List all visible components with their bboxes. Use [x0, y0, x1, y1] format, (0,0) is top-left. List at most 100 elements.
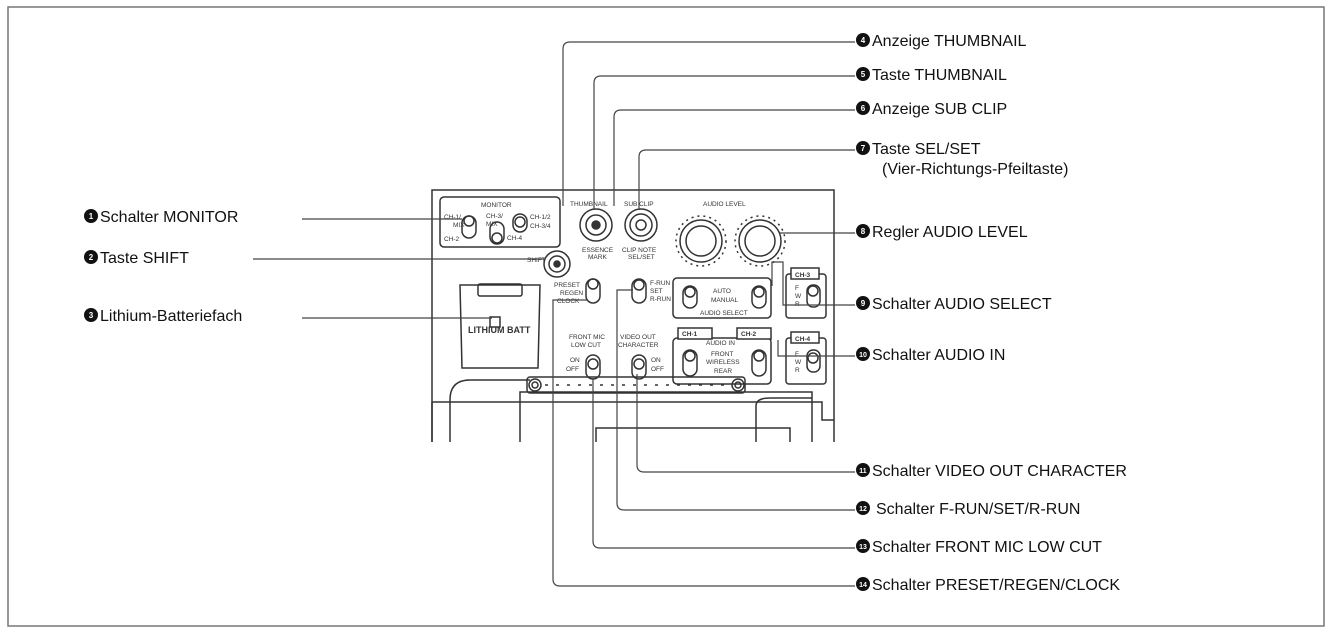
callout-4-text: Anzeige THUMBNAIL — [872, 33, 1027, 50]
label-ch4-r: R — [795, 367, 800, 374]
label-clock: CLOCK — [557, 298, 580, 305]
callout-9-number: 9 — [861, 299, 866, 308]
leader-lines — [253, 41, 855, 587]
label-regen: REGEN — [560, 290, 583, 297]
label-mark: MARK — [588, 254, 607, 261]
callout-7-text: Taste SEL/SET — [872, 141, 981, 158]
callout-6-number: 6 — [861, 104, 866, 113]
label-tab-ch3: CH-3 — [795, 272, 811, 279]
label-lithium-batt: LITHIUM BATT — [468, 325, 531, 335]
audio-select-switch-ch1[interactable] — [682, 285, 698, 309]
label-monitor: MONITOR — [481, 202, 512, 209]
label-audio-select: AUDIO SELECT — [700, 310, 748, 317]
label-front: FRONT — [711, 351, 733, 358]
label-ch3-w: W — [795, 293, 802, 300]
monitor-switch-2[interactable] — [489, 221, 505, 245]
callout-13-number: 13 — [859, 544, 867, 551]
callout-14-text: Schalter PRESET/REGEN/CLOCK — [872, 577, 1120, 594]
label-selset: SEL/SET — [628, 254, 655, 261]
callout-9: 9 Schalter AUDIO SELECT — [856, 296, 1052, 313]
callout-3-text: Lithium-Batteriefach — [100, 308, 242, 325]
sel-set-button[interactable] — [624, 208, 658, 242]
label-lowcut: LOW CUT — [571, 342, 601, 349]
label-preset: PRESET — [554, 282, 580, 289]
label-character: CHARACTER — [618, 342, 659, 349]
callout-5: 5 Taste THUMBNAIL — [856, 67, 1007, 84]
label-off-right: OFF — [651, 366, 664, 373]
callout-2-text: Taste SHIFT — [100, 250, 189, 267]
label-rear: REAR — [714, 368, 732, 375]
label-wireless: WIRELESS — [706, 359, 740, 366]
label-ch1ch2: CH-1/2 — [530, 214, 551, 221]
callout-4-number: 4 — [861, 36, 866, 45]
label-set: SET — [650, 288, 663, 295]
shift-button[interactable] — [543, 250, 571, 278]
label-ch3mix-2: MIX — [486, 221, 498, 228]
monitor-switch-3[interactable] — [512, 213, 528, 233]
label-rrun: R-RUN — [650, 296, 671, 303]
callout-11-number: 11 — [859, 468, 867, 475]
callout-10: 10 Schalter AUDIO IN — [856, 347, 1005, 364]
label-tab-ch1: CH-1 — [682, 331, 698, 338]
callout-14: 14 Schalter PRESET/REGEN/CLOCK — [856, 577, 1120, 594]
callout-12: 12 Schalter F-RUN/SET/R-RUN — [856, 501, 1080, 518]
callout-5-text: Taste THUMBNAIL — [872, 67, 1007, 84]
video-out-character-switch[interactable] — [631, 354, 647, 380]
label-ch3ch4: CH-3/4 — [530, 223, 551, 230]
callout-4: 4 Anzeige THUMBNAIL — [856, 33, 1027, 50]
audio-level-knob-right[interactable] — [738, 219, 782, 263]
thumbnail-button[interactable] — [579, 208, 613, 242]
callout-11: 11 Schalter VIDEO OUT CHARACTER — [856, 463, 1127, 480]
control-panel — [431, 189, 835, 442]
callout-6: 6 Anzeige SUB CLIP — [856, 101, 1007, 118]
callout-3-number: 3 — [89, 311, 94, 320]
label-ch2: CH-2 — [444, 236, 460, 243]
callout-5-number: 5 — [861, 70, 866, 79]
label-ch4-f: F — [795, 351, 799, 358]
label-videoout: VIDEO OUT — [620, 334, 656, 341]
callout-1: 1 Schalter MONITOR — [84, 209, 238, 226]
callout-7: 7 Taste SEL/SET (Vier-Richtungs-Pfeiltas… — [856, 141, 1068, 178]
callout-6-text: Anzeige SUB CLIP — [872, 101, 1007, 118]
callout-2-number: 2 — [89, 253, 94, 262]
callout-7-subtext: (Vier-Richtungs-Pfeiltaste) — [882, 161, 1068, 178]
monitor-switch-group — [439, 196, 561, 248]
audio-in-switch-ch1[interactable] — [682, 349, 698, 377]
callout-8-number: 8 — [861, 227, 866, 236]
lithium-battery-compartment — [459, 284, 541, 369]
audio-select-switch-ch2[interactable] — [751, 285, 767, 309]
f-run-switch[interactable] — [631, 278, 647, 304]
label-tab-ch4: CH-4 — [795, 336, 811, 343]
label-on-right: ON — [651, 357, 661, 364]
callout-11-text: Schalter VIDEO OUT CHARACTER — [872, 463, 1127, 480]
callout-1-text: Schalter MONITOR — [100, 209, 238, 226]
label-thumbnail: THUMBNAIL — [570, 201, 608, 208]
label-auto: AUTO — [713, 288, 731, 295]
label-frontmic: FRONT MIC — [569, 334, 605, 341]
callout-14-number: 14 — [859, 582, 867, 589]
audio-level-knob-left[interactable] — [679, 219, 723, 263]
callout-12-number: 12 — [859, 506, 867, 513]
callout-8-text: Regler AUDIO LEVEL — [872, 224, 1028, 241]
label-essence: ESSENCE — [582, 247, 614, 254]
callout-2: 2 Taste SHIFT — [84, 250, 189, 267]
label-ch4: CH-4 — [507, 235, 523, 242]
callout-12-text: Schalter F-RUN/SET/R-RUN — [876, 501, 1080, 518]
ch4-switch[interactable] — [806, 349, 821, 373]
callout-1-number: 1 — [89, 212, 94, 221]
callout-13-text: Schalter FRONT MIC LOW CUT — [872, 539, 1102, 556]
outer-frame — [7, 6, 1325, 627]
label-shift: SHIFT — [527, 257, 546, 264]
label-on-left: ON — [570, 357, 580, 364]
ch3-switch[interactable] — [806, 284, 821, 308]
label-tab-ch2: CH-2 — [741, 331, 757, 338]
callout-10-number: 10 — [859, 352, 867, 359]
label-frun: F-RUN — [650, 280, 671, 287]
label-ch1mix: CH-1/ — [444, 214, 461, 221]
label-ch3mix: CH-3/ — [486, 213, 503, 220]
label-ch1mix-2: MIX — [453, 222, 465, 229]
audio-in-switch-ch2[interactable] — [751, 349, 767, 377]
callout-7-number: 7 — [861, 144, 866, 153]
